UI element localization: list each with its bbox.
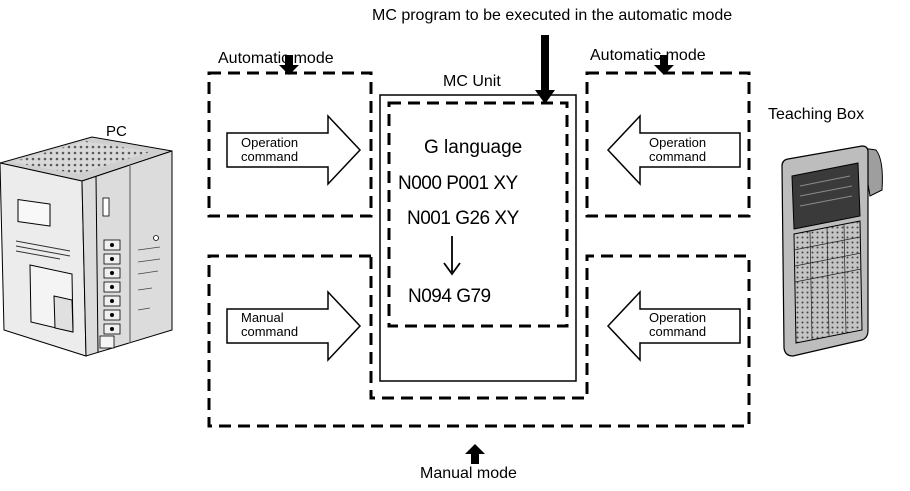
auto-mode-right-box bbox=[585, 71, 751, 218]
operation-command-arrow-left bbox=[226, 114, 362, 186]
operation-command-label-right-top: Operation command bbox=[649, 136, 706, 164]
manual-command-label-left: Manual command bbox=[241, 311, 298, 339]
manual-command-left-line1: Manual bbox=[241, 310, 284, 325]
auto-mode-left-down-arrow bbox=[279, 55, 299, 75]
manual-mode-boundary bbox=[207, 254, 751, 428]
manual-mode-label: Manual mode bbox=[420, 465, 517, 482]
operation-command-right-bottom-line1: Operation bbox=[649, 310, 707, 325]
operation-command-arrow-right-top bbox=[606, 114, 741, 186]
teaching-box-label: Teaching Box bbox=[768, 106, 865, 123]
auto-mode-right-down-arrow bbox=[654, 55, 674, 75]
manual-command-left-line2: command bbox=[241, 324, 299, 339]
operation-command-right-top-line2: command bbox=[649, 149, 707, 164]
mc-program-box bbox=[387, 101, 569, 328]
teaching-box-illustration bbox=[781, 145, 883, 357]
mc-unit-label: MC Unit bbox=[443, 73, 501, 90]
mc-unit-frame bbox=[379, 94, 577, 382]
manual-mode-up-arrow bbox=[465, 444, 485, 464]
automatic-mode-label-right: Automatic mode bbox=[590, 47, 706, 64]
pc-label: PC bbox=[106, 123, 127, 140]
top-caption: MC program to be executed in the automat… bbox=[372, 7, 733, 24]
program-line-2: N001 G26 XY bbox=[407, 208, 519, 229]
pc-device-illustration bbox=[0, 136, 173, 357]
operation-command-left-line2: command bbox=[241, 149, 299, 164]
operation-command-arrow-right-bottom bbox=[606, 290, 741, 362]
manual-command-arrow-left bbox=[226, 290, 362, 362]
program-down-arrow bbox=[535, 35, 555, 104]
program-line-1: N000 P001 XY bbox=[398, 173, 518, 194]
operation-command-right-bottom-line2: command bbox=[649, 324, 707, 339]
program-line-3: N094 G79 bbox=[408, 286, 491, 307]
operation-command-label-right-bottom: Operation command bbox=[649, 311, 706, 339]
operation-command-label-left: Operation command bbox=[241, 136, 298, 164]
program-flow-arrowhead bbox=[443, 262, 461, 276]
operation-command-right-top-line1: Operation bbox=[649, 135, 707, 150]
g-language-heading: G language bbox=[424, 137, 523, 158]
automatic-mode-label-left: Automatic mode bbox=[218, 50, 334, 67]
operation-command-left-line1: Operation bbox=[241, 135, 299, 150]
